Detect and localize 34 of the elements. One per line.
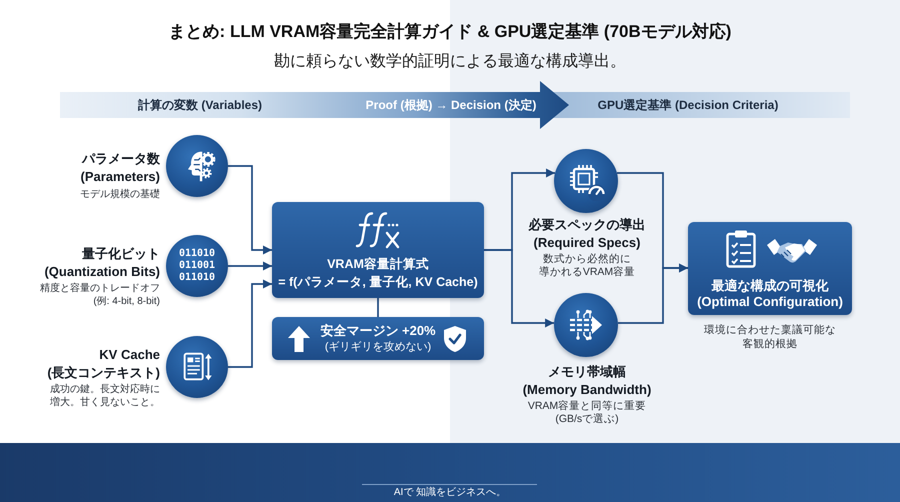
description: VRAM容量と同等に重要 (GB/sで選ぶ) (528, 400, 646, 426)
description: モデル規模の基礎 (80, 188, 160, 201)
description: 数式から必然的に導かれるVRAM容量 (538, 253, 636, 279)
arrow (228, 262, 272, 270)
heading: メモリ帯域幅 (Memory Bandwidth) (522, 363, 652, 399)
subtitle: 勘に頼らない数学的証明による最適な構成導出。 (274, 52, 626, 72)
margin-note: (ギリギリを攻めない) (324, 340, 432, 354)
result-heading: 最適な構成の可視化 (Optimal Configuration) (697, 278, 843, 310)
formula-box (272, 202, 484, 298)
formula-text: VRAM容量計算式 = f(パラメータ, 量子化, KV Cache) (278, 256, 478, 291)
arrow (228, 165, 272, 254)
result-box (688, 222, 852, 315)
icon-circle (166, 336, 228, 398)
band-label: Proof (根拠) → Decision (決定) (366, 98, 536, 112)
icon-circle (166, 135, 228, 197)
arrow (484, 249, 554, 328)
connector-line (377, 298, 379, 317)
band-label: 計算の変数 (Variables) (138, 98, 262, 112)
tagline: AIで 知識をビジネスへ。 (394, 486, 506, 499)
heading: KV Cache (長文コンテキスト) (47, 346, 160, 382)
description: 環境に合わせた稟議可能な客観的根拠 (704, 323, 836, 351)
description: 成功の鍵。長文対応時に増大。甘く見ないこと。 (50, 383, 160, 409)
title: まとめ: LLM VRAM容量完全計算ガイド & GPU選定基準 (70Bモデル対応) (168, 21, 732, 43)
description: 精度と容量のトレードオフ (例: 4-bit, 8-bit) (40, 282, 160, 308)
heading: 量子化ビット (Quantization Bits) (44, 245, 160, 281)
number-circle (166, 235, 228, 297)
heading: 必要スペックの導出 (Required Specs) (528, 216, 646, 252)
margin-box (272, 317, 484, 360)
band-label: GPU選定基準 (Decision Criteria) (598, 98, 778, 112)
margin-heading: 安全マージン +20% (320, 322, 436, 339)
heading: パラメータ数 (Parameters) (80, 150, 160, 186)
binary-digits: 011010 011001 011010 (178, 248, 216, 284)
arrow (618, 264, 688, 324)
arrow (228, 280, 272, 368)
